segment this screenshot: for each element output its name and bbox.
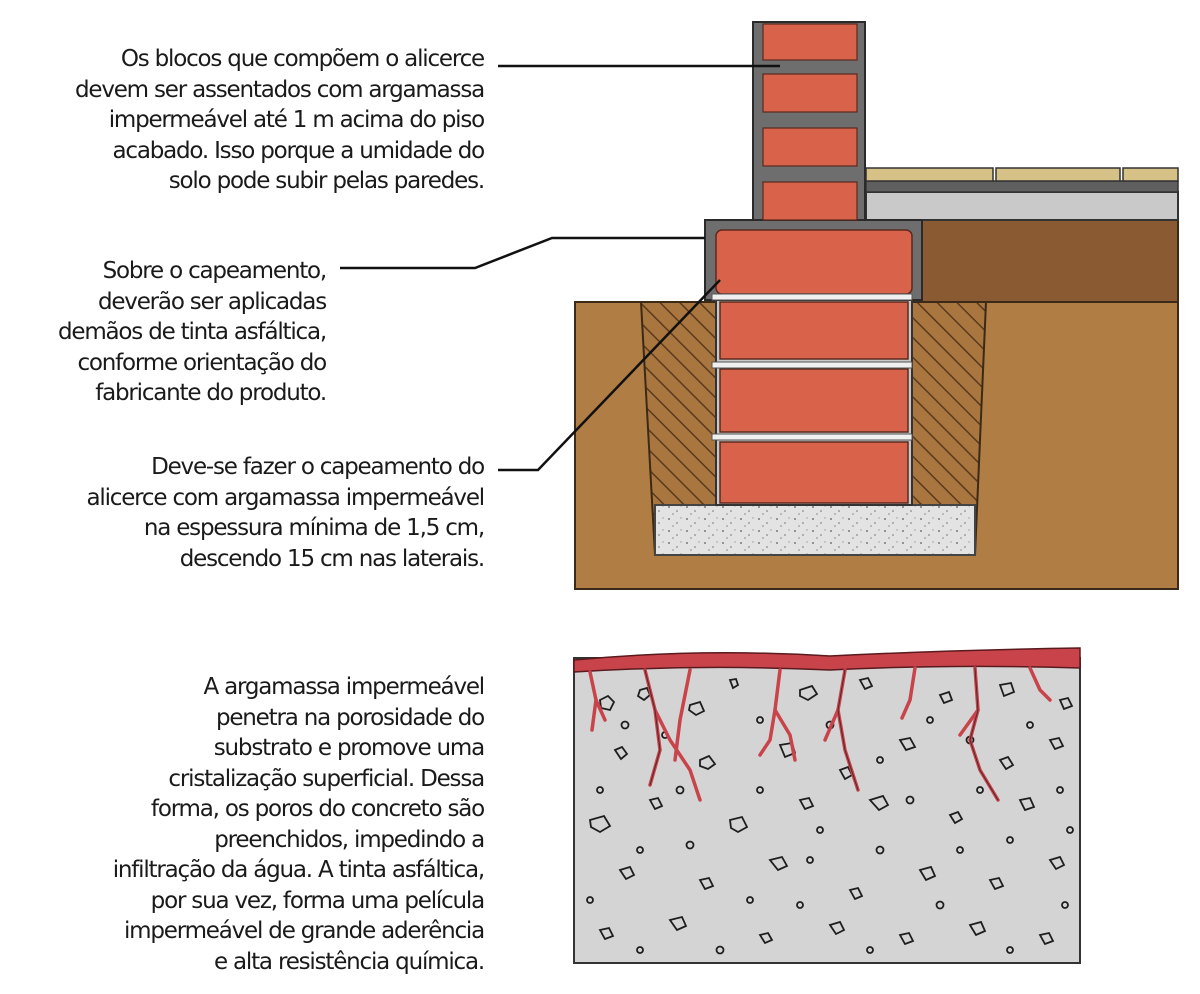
caption-line: devem ser assentados com argamassa <box>74 76 485 103</box>
leader-lines <box>340 64 780 472</box>
caption-line: solo pode subir pelas paredes. <box>168 168 485 194</box>
caption-line: e alta resistência química. <box>213 948 485 975</box>
caption-line: A argamassa impermeável <box>203 674 485 700</box>
caption-line: por sua vez, forma uma película <box>150 887 486 914</box>
caption-line: conforme orientação do <box>77 349 327 376</box>
caption-line: Deve-se fazer o capeamento do <box>151 454 485 480</box>
caption-line: na espessura mínima de 1,5 cm, <box>143 515 485 541</box>
brick-wall <box>752 21 866 221</box>
caption-line: forma, os poros do concreto são <box>150 796 485 822</box>
caption-line: cristalização superficial. Dessa <box>168 765 485 792</box>
caption-line: descendo 15 cm nas laterais. <box>179 545 485 572</box>
caption-line: substrato e promove uma <box>213 735 485 761</box>
caption-line: deverão ser aplicadas <box>97 288 327 315</box>
floor-layers <box>865 167 1179 221</box>
caption-line: acabado. Isso porque a umidade do <box>112 137 485 164</box>
caption-blocks: Os blocos que compõem o alicerce devem s… <box>74 44 486 197</box>
caption-line: Os blocos que compõem o alicerce <box>120 46 485 72</box>
crystallization-roots-outline <box>644 667 999 801</box>
caption-line: impermeável até 1 m acima do piso <box>108 107 486 133</box>
caption-line: Sobre o capeamento, <box>102 258 328 284</box>
caption-line: infiltração da água. A tinta asfáltica, <box>112 857 486 883</box>
caption-line: impermeável de grande aderência <box>123 918 485 944</box>
asphalt-paint-film <box>573 647 1081 673</box>
caption-line: penetra na porosidade do <box>215 704 485 731</box>
caption-line: preenchidos, impedindo a <box>214 826 485 853</box>
caption-mortar-penetration: A argamassa impermeável penetra na poros… <box>112 672 486 977</box>
caption-line: demãos de tinta asfáltica, <box>57 319 327 345</box>
caption-over-capping: Sobre o capeamento, deverão ser aplicada… <box>57 256 328 409</box>
capping-mortar <box>704 219 923 301</box>
concrete-block <box>573 657 1081 964</box>
caption-capping: Deve-se fazer o capeamento do alicerce c… <box>86 452 486 574</box>
caption-line: alicerce com argamassa impermeável <box>86 484 486 511</box>
caption-line: fabricante do produto. <box>95 380 327 406</box>
concrete-base <box>654 504 976 556</box>
subfloor-layer <box>921 219 1179 303</box>
foundation-bricks <box>711 299 913 506</box>
aggregate-stones <box>586 676 1074 955</box>
